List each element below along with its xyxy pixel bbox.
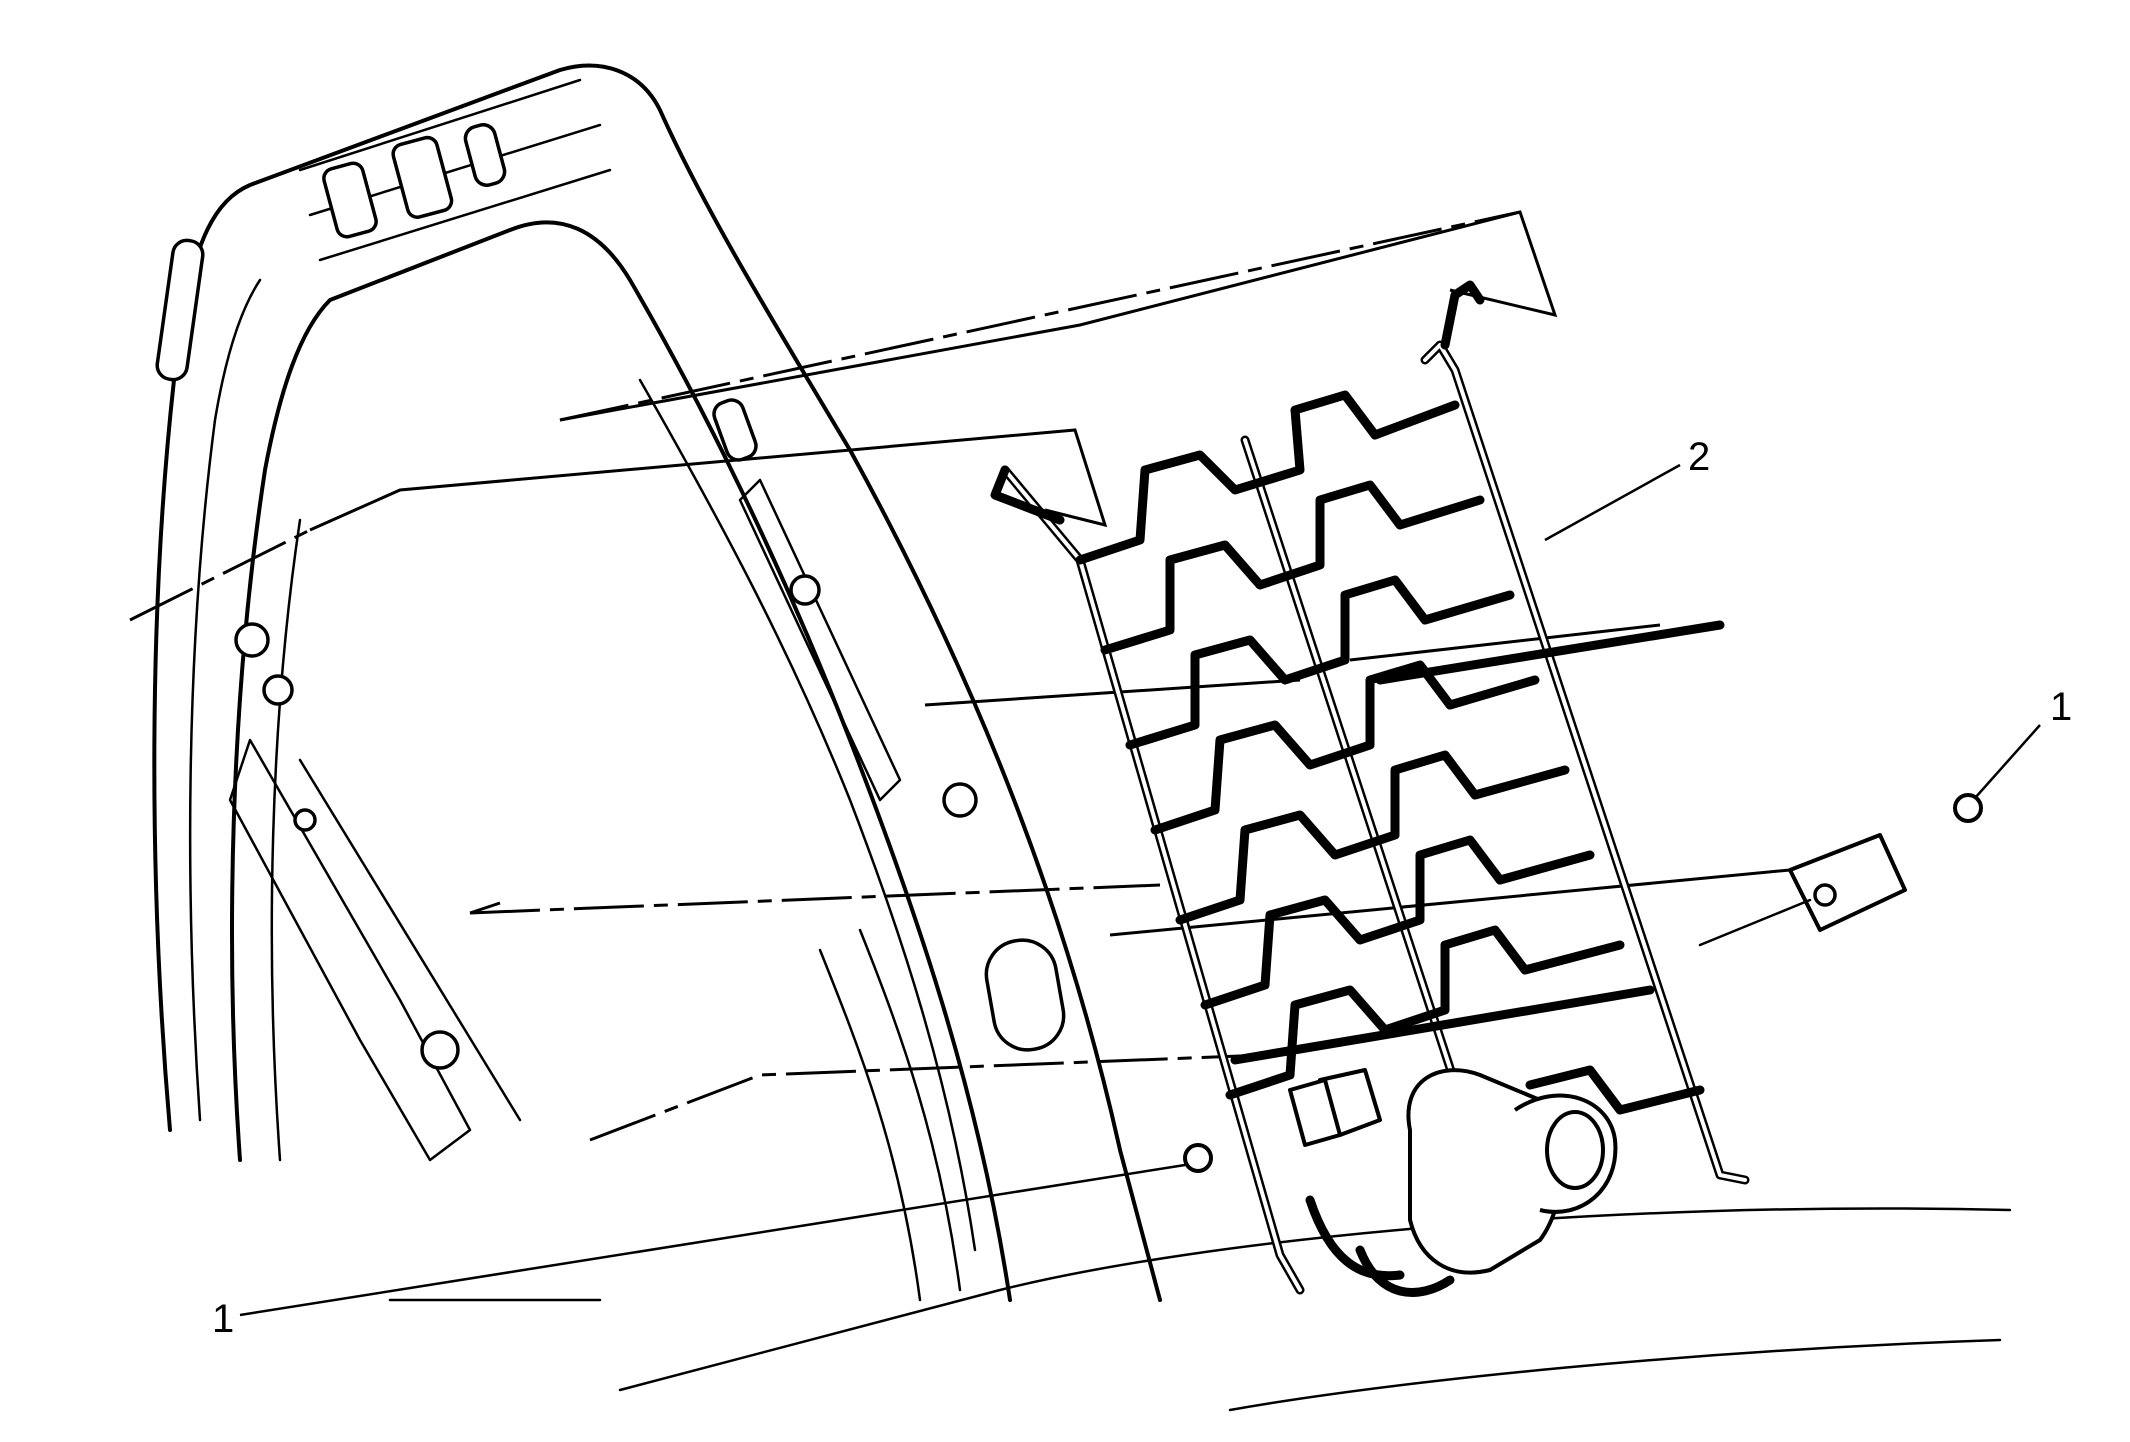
lower-bracket-stud-hole — [1813, 883, 1837, 907]
leader-nut-left — [239, 1163, 1186, 1317]
frame-window-1 — [322, 161, 378, 239]
mat-side-rod — [1375, 620, 1725, 685]
nuts — [1183, 793, 1983, 1173]
guide-lower-dash — [469, 883, 1161, 915]
callout-leaders — [239, 463, 2041, 1317]
mat-zigzag-8 — [1525, 1065, 1705, 1115]
leader-nut-right — [1974, 724, 2041, 799]
callout-label-nut-right: 1 — [2050, 685, 2072, 729]
frame-oval-slot — [984, 938, 1066, 1052]
frame-left-bracket — [228, 738, 472, 1162]
leader-mat — [1544, 463, 1681, 542]
mat-bottom-loop — [1305, 1195, 1455, 1297]
seat-back-frame — [152, 63, 2012, 1412]
frame-right-rail-inner — [738, 478, 902, 802]
guide-lower — [469, 868, 1791, 937]
guide-top-dash — [559, 210, 1521, 422]
assembly-guide-lines — [129, 210, 1791, 1142]
callout-label-nut-left: 1 — [212, 1297, 234, 1341]
nut-right — [1953, 793, 1983, 823]
frame-inner-outline — [230, 220, 1012, 1302]
frame-left-rail — [188, 278, 262, 1122]
mat-right-top-hook — [1440, 280, 1485, 350]
mat-zigzag-1 — [1075, 390, 1460, 565]
mat-left-top-hook — [990, 465, 1065, 525]
frame-slot-right — [712, 398, 758, 462]
guide-bottom-dash — [589, 1053, 1266, 1142]
mat-zigzag-4 — [1150, 660, 1540, 835]
mat-right-rail-inner — [1423, 343, 1747, 1182]
nut-left — [1183, 1143, 1213, 1173]
guide-mid — [924, 623, 1661, 707]
frame-hole-6 — [942, 782, 978, 818]
mat-zigzag-5 — [1175, 750, 1570, 925]
mat-zigzag-7 — [1225, 925, 1625, 1100]
mat-zigzag-2 — [1100, 480, 1485, 655]
frame-left-rail-inner — [270, 518, 302, 1162]
frame-window-2 — [391, 135, 454, 219]
mat-left-rail-inner — [1003, 468, 1302, 1292]
guide-upper-dash — [129, 528, 311, 622]
lumbar-motor-end — [1545, 1110, 1605, 1190]
actuator-connector-body — [1288, 1078, 1342, 1147]
guide-upper-wedge — [309, 428, 1108, 532]
frame-hole-1 — [234, 622, 270, 658]
callout-labels: 1 1 2 — [212, 435, 2072, 1341]
frame-outer-outline — [152, 63, 1162, 1302]
guide-top-wedge — [559, 210, 1558, 422]
frame-left-bracket-edge — [298, 758, 522, 1122]
mat-center-spine-inner — [1243, 438, 1482, 1162]
callout-label-mat: 2 — [1688, 435, 1710, 479]
frame-right-rail — [638, 378, 977, 1252]
mat-zigzag-3 — [1125, 575, 1515, 750]
lower-bracket-stud — [1698, 898, 1812, 947]
frame-hole-3 — [420, 1030, 460, 1070]
frame-lower-panel — [818, 928, 962, 1302]
mat-horizontal-rod — [1230, 985, 1655, 1065]
lower-mounting-bracket — [1788, 833, 1907, 932]
frame-hole-4 — [293, 808, 317, 832]
frame-window-3 — [463, 123, 507, 187]
frame-hole-2 — [262, 674, 294, 706]
frame-bottom-base — [388, 1207, 2012, 1412]
lumbar-suspension-mat — [990, 280, 1907, 1297]
frame-slot-left-top — [155, 238, 205, 382]
mat-zigzag-6 — [1200, 835, 1595, 1010]
frame-hole-5 — [789, 574, 821, 606]
